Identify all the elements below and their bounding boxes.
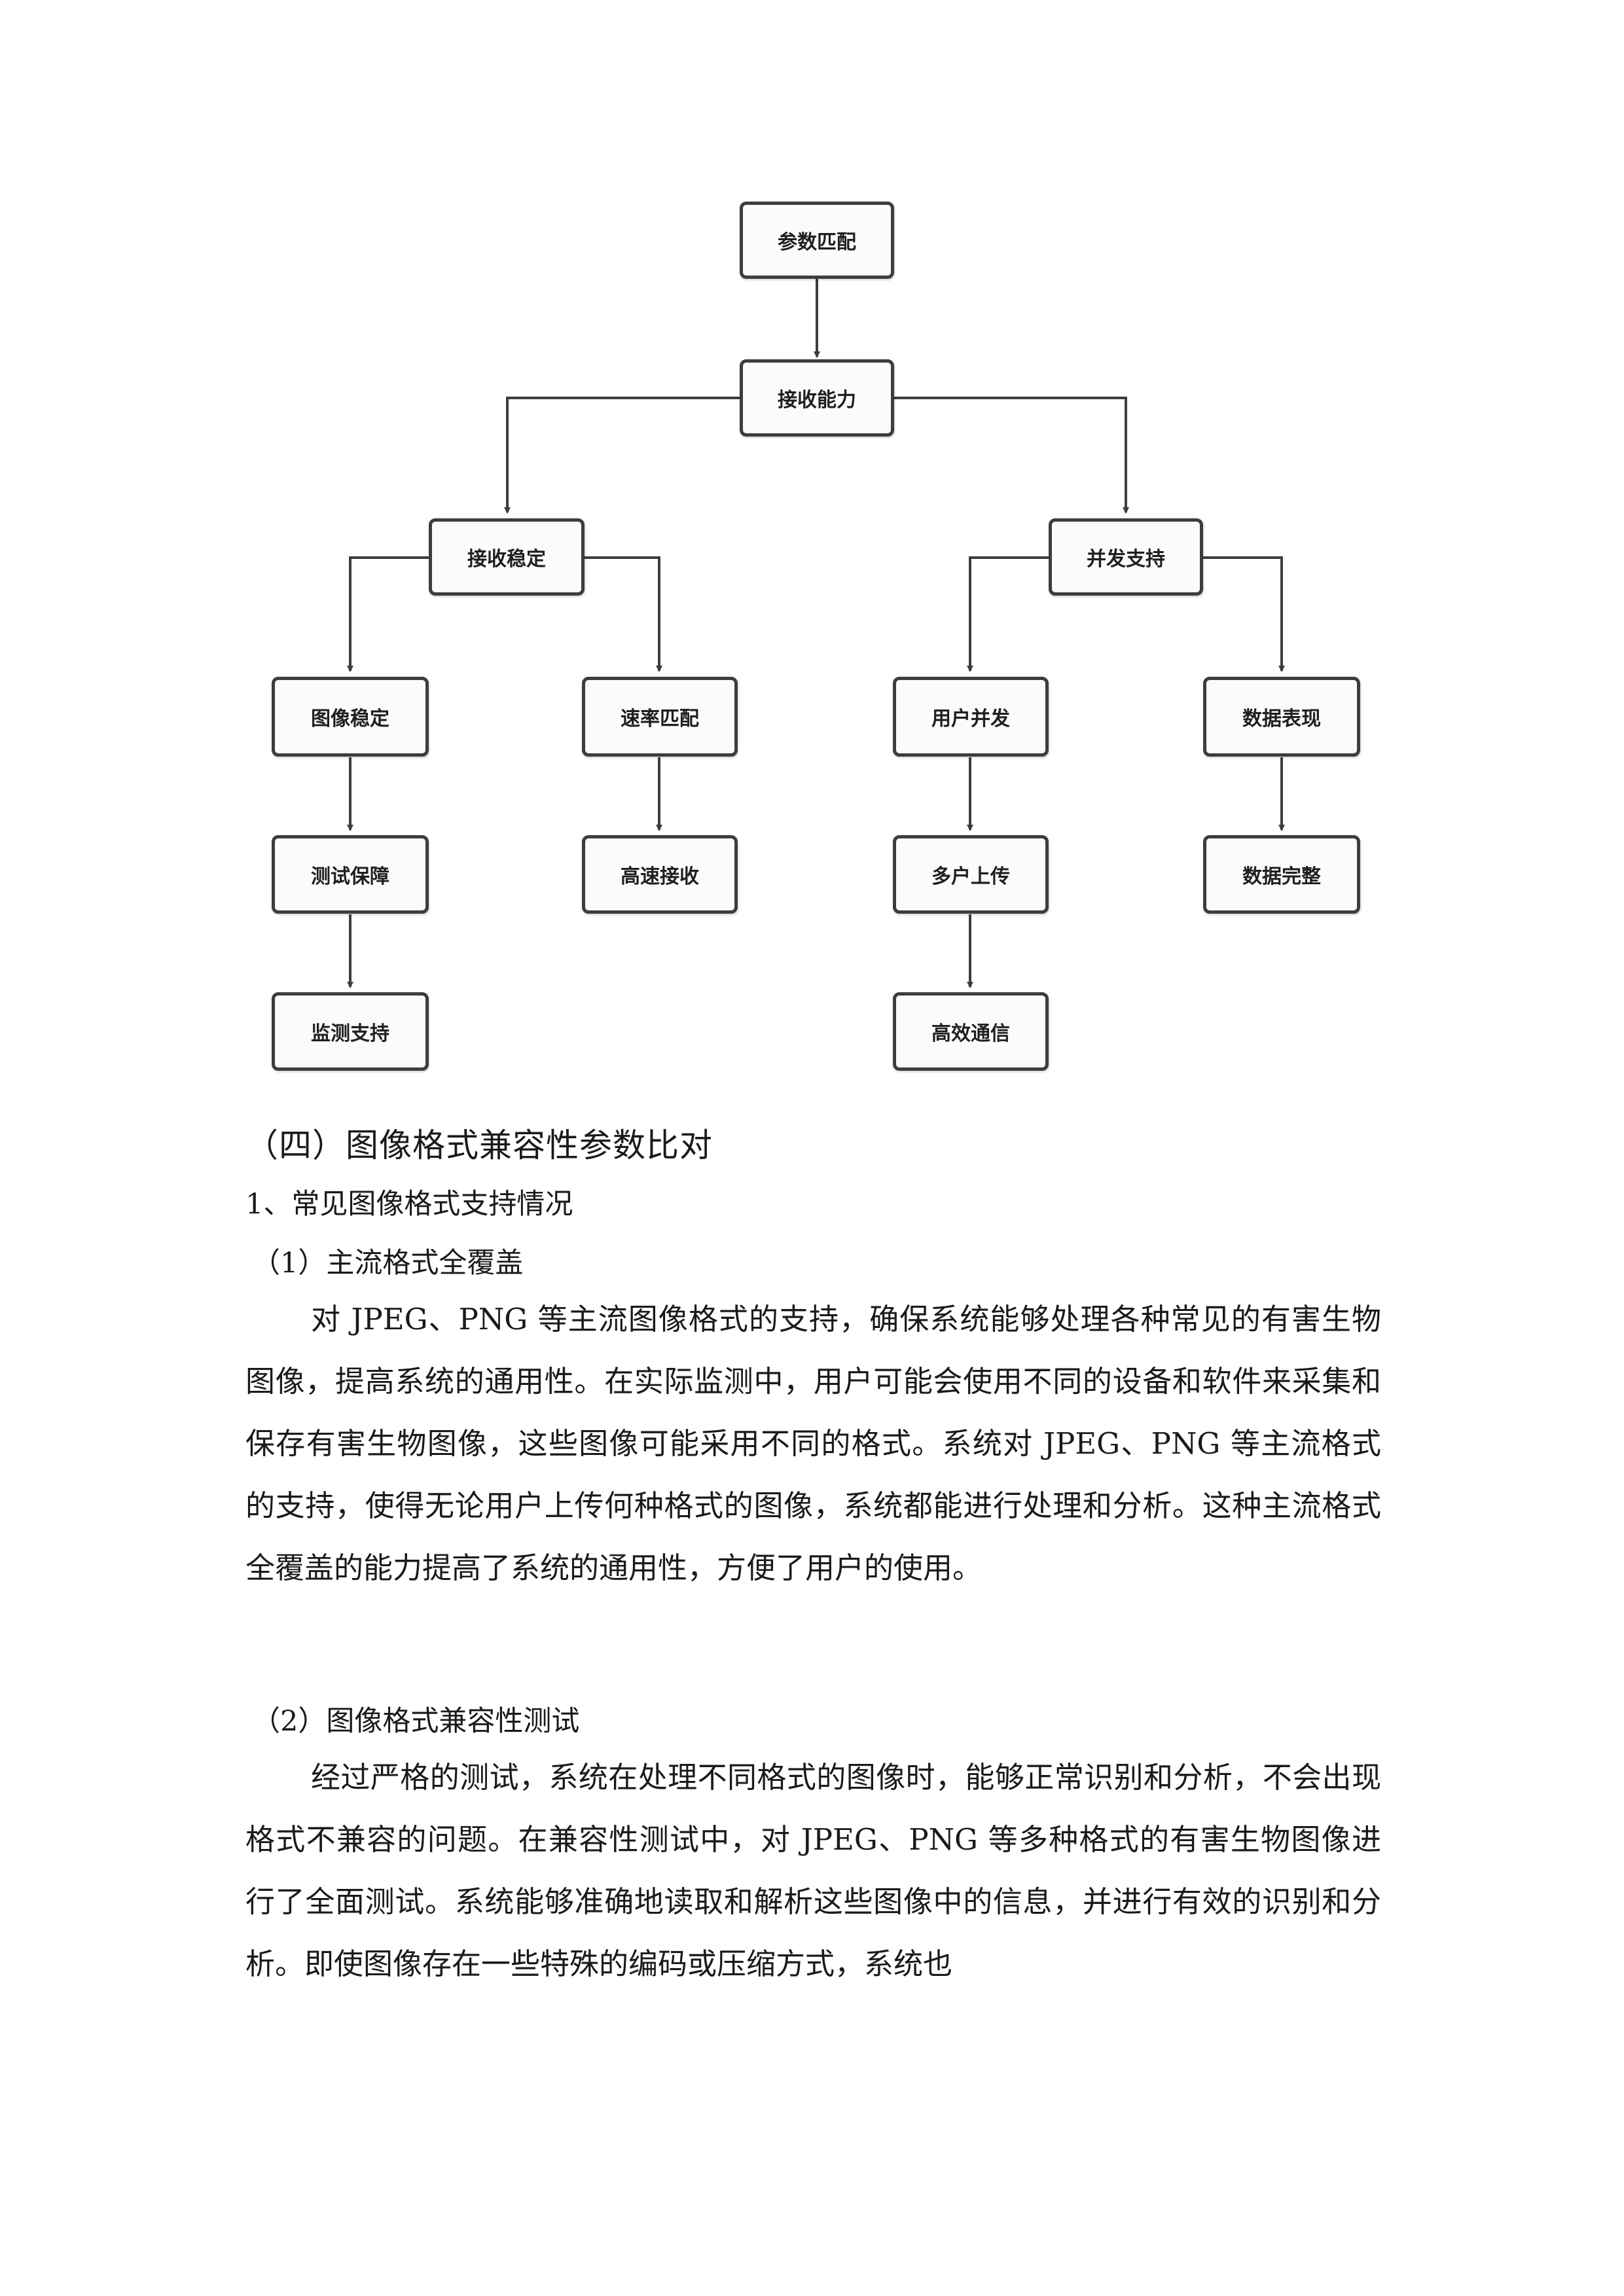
- arrow-concurrency-data: [1203, 556, 1285, 672]
- node-rate-match: 速率匹配: [582, 677, 738, 757]
- item1-title: （1）主流格式全覆盖: [252, 1247, 524, 1280]
- node-test-guarantee: 测试保障: [272, 835, 429, 914]
- arrow-receive-concurrency: [894, 397, 1129, 514]
- section-title: （四）图像格式兼容性参数比对: [245, 1126, 713, 1164]
- node-multi-upload: 多户上传: [893, 835, 1049, 914]
- node-efficient-comm: 高效通信: [893, 992, 1049, 1071]
- subsection-title: 1、常见图像格式支持情况: [245, 1188, 573, 1221]
- arrow-receive-stable: [504, 397, 740, 514]
- node-high-speed-receive: 高速接收: [582, 835, 738, 914]
- flowchart: 参数匹配 接收能力 接收稳定 并发支持 图像稳定 速率匹配 用户并发 数据表现 …: [0, 0, 1624, 1086]
- node-monitor-support: 监测支持: [272, 992, 429, 1071]
- node-receive: 接收能力: [740, 359, 894, 437]
- item2-title: （2）图像格式兼容性测试: [252, 1705, 580, 1738]
- node-data-performance: 数据表现: [1203, 677, 1360, 757]
- flowchart-connectors: [347, 278, 1285, 988]
- item2-paragraph: 经过严格的测试，系统在处理不同格式的图像时，能够正常识别和分析，不会出现格式不兼…: [245, 1760, 1381, 1981]
- node-data-complete: 数据完整: [1203, 835, 1360, 914]
- item1-paragraph: 对 JPEG、PNG 等主流图像格式的支持，确保系统能够处理各种常见的有害生物图…: [245, 1302, 1381, 1585]
- node-user-concurrency: 用户并发: [893, 677, 1049, 757]
- arrow-stable-imagestable: [347, 556, 429, 672]
- node-stable: 接收稳定: [429, 518, 585, 596]
- node-concurrency: 并发支持: [1049, 518, 1203, 596]
- arrow-concurrency-user: [967, 556, 1049, 672]
- arrow-stable-ratematch: [585, 556, 662, 672]
- node-root: 参数匹配: [740, 202, 894, 279]
- node-image-stable: 图像稳定: [272, 677, 429, 757]
